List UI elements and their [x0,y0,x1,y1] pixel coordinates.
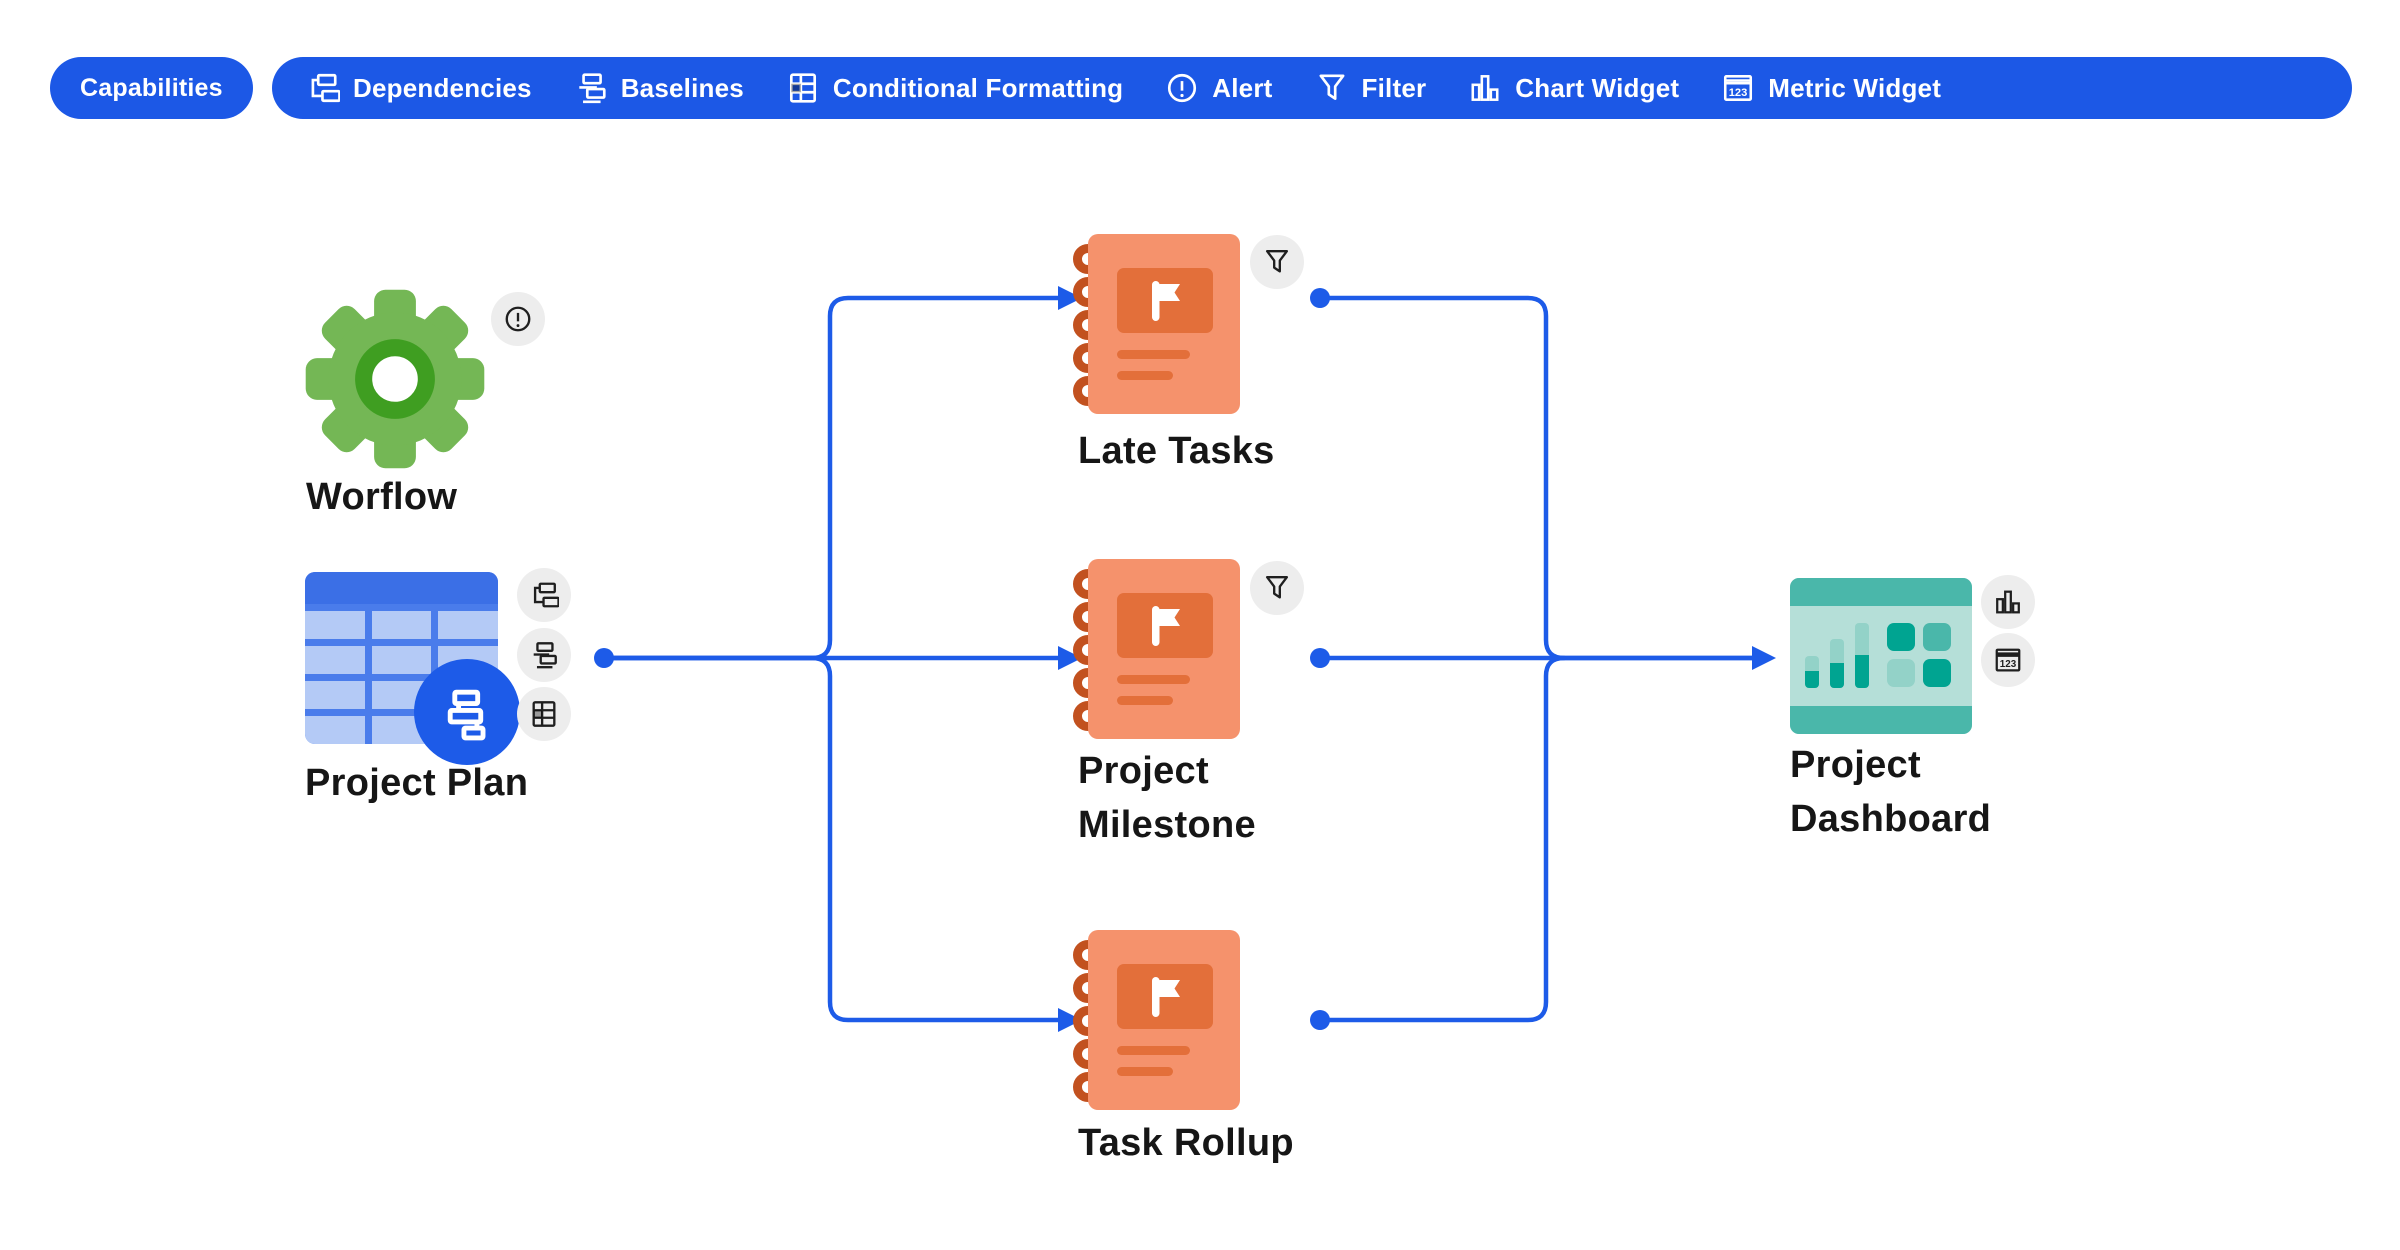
late-tasks-filter-badge [1250,235,1304,289]
task-rollup-label: Task Rollup [1078,1122,1294,1164]
gantt-icon [438,683,496,741]
report-text-line [1117,1067,1173,1076]
workflow-label: Worflow [306,476,458,518]
flag-icon [1152,280,1180,321]
dashboard-bar [1855,623,1869,688]
capability-label: Chart Widget [1515,72,1680,103]
capability-alert: Alert [1165,71,1272,105]
svg-text:123: 123 [2000,659,2017,670]
project-dashboard-icon [1790,578,1972,734]
project-milestone-filter-badge [1250,561,1304,615]
project-dashboard-label: Project Dashboard [1790,744,1992,840]
capability-chart-widget: Chart Widget [1468,71,1679,105]
report-cover [1088,234,1240,414]
capability-filter: Filter [1315,71,1427,105]
report-flag-panel [1117,964,1213,1029]
capabilities-bar: Dependencies Baselines Conditional Forma… [272,57,2352,119]
capability-label: Alert [1212,72,1273,103]
dashboard-bottom-band [1790,706,1972,734]
chart-widget-icon [1996,590,2020,614]
capability-dependencies: Dependencies [306,71,532,105]
flag-icon [1152,976,1180,1017]
capability-label: Baselines [620,72,744,103]
alert-icon [505,306,531,332]
project-plan-label: Project Plan [305,762,529,804]
report-flag-panel [1117,268,1213,333]
report-text-line [1117,1046,1190,1055]
dashboard-top-band [1790,578,1972,606]
capability-baselines: Baselines [574,71,744,105]
report-flag-panel [1117,593,1213,658]
flag-icon [1152,605,1180,646]
baselines-icon [532,642,557,669]
dashboard-bar [1830,639,1844,688]
report-cover [1088,930,1240,1110]
project-milestone-report-icon [1073,559,1240,739]
metric-widget-icon: 123 [1724,75,1753,101]
late-tasks-label: Late Tasks [1078,430,1275,472]
report-cover [1088,559,1240,739]
dashboard-bar [1805,656,1819,688]
capability-label: Metric Widget [1768,72,1942,103]
dashboard-tile [1887,659,1915,687]
report-text-line [1117,696,1173,705]
capabilities-pill: Capabilities [50,57,253,119]
report-text-line [1117,371,1173,380]
dashboard-tile [1887,623,1915,651]
capability-metric-widget: 123 Metric Widget [1721,71,1941,105]
late-tasks-report-icon [1073,234,1240,414]
report-text-line [1117,675,1190,684]
capability-label: Filter [1361,72,1427,103]
dashboard-chart-widget-badge [1981,575,2035,629]
conditional-formatting-icon [532,701,556,727]
metric-widget-icon: 123 [1995,648,2021,672]
table-header-row [305,572,498,604]
capability-label: Conditional Formatting [832,72,1124,103]
project-plan-conditional-formatting-badge [517,687,571,741]
dependencies-icon [533,582,559,608]
project-plan-dependencies-badge [517,568,571,622]
project-plan-baselines-badge [517,628,571,682]
project-milestone-label: Project Milestone [1078,750,1256,846]
workflow-alert-badge [491,292,545,346]
filter-icon [1265,250,1289,273]
task-rollup-report-icon [1073,930,1240,1110]
capability-conditional-formatting: Conditional Formatting [786,71,1123,105]
project-plan-gantt-overlay [414,659,520,765]
dashboard-metric-widget-badge: 123 [1981,633,2035,687]
dashboard-tile [1923,659,1951,687]
filter-icon [1265,576,1289,599]
capability-label: Dependencies [353,72,532,103]
capabilities-pill-label: Capabilities [80,73,223,102]
dashboard-tile [1923,623,1951,651]
report-text-line [1117,350,1190,359]
workflow-gear-icon [305,289,485,469]
svg-text:123: 123 [1729,87,1748,99]
